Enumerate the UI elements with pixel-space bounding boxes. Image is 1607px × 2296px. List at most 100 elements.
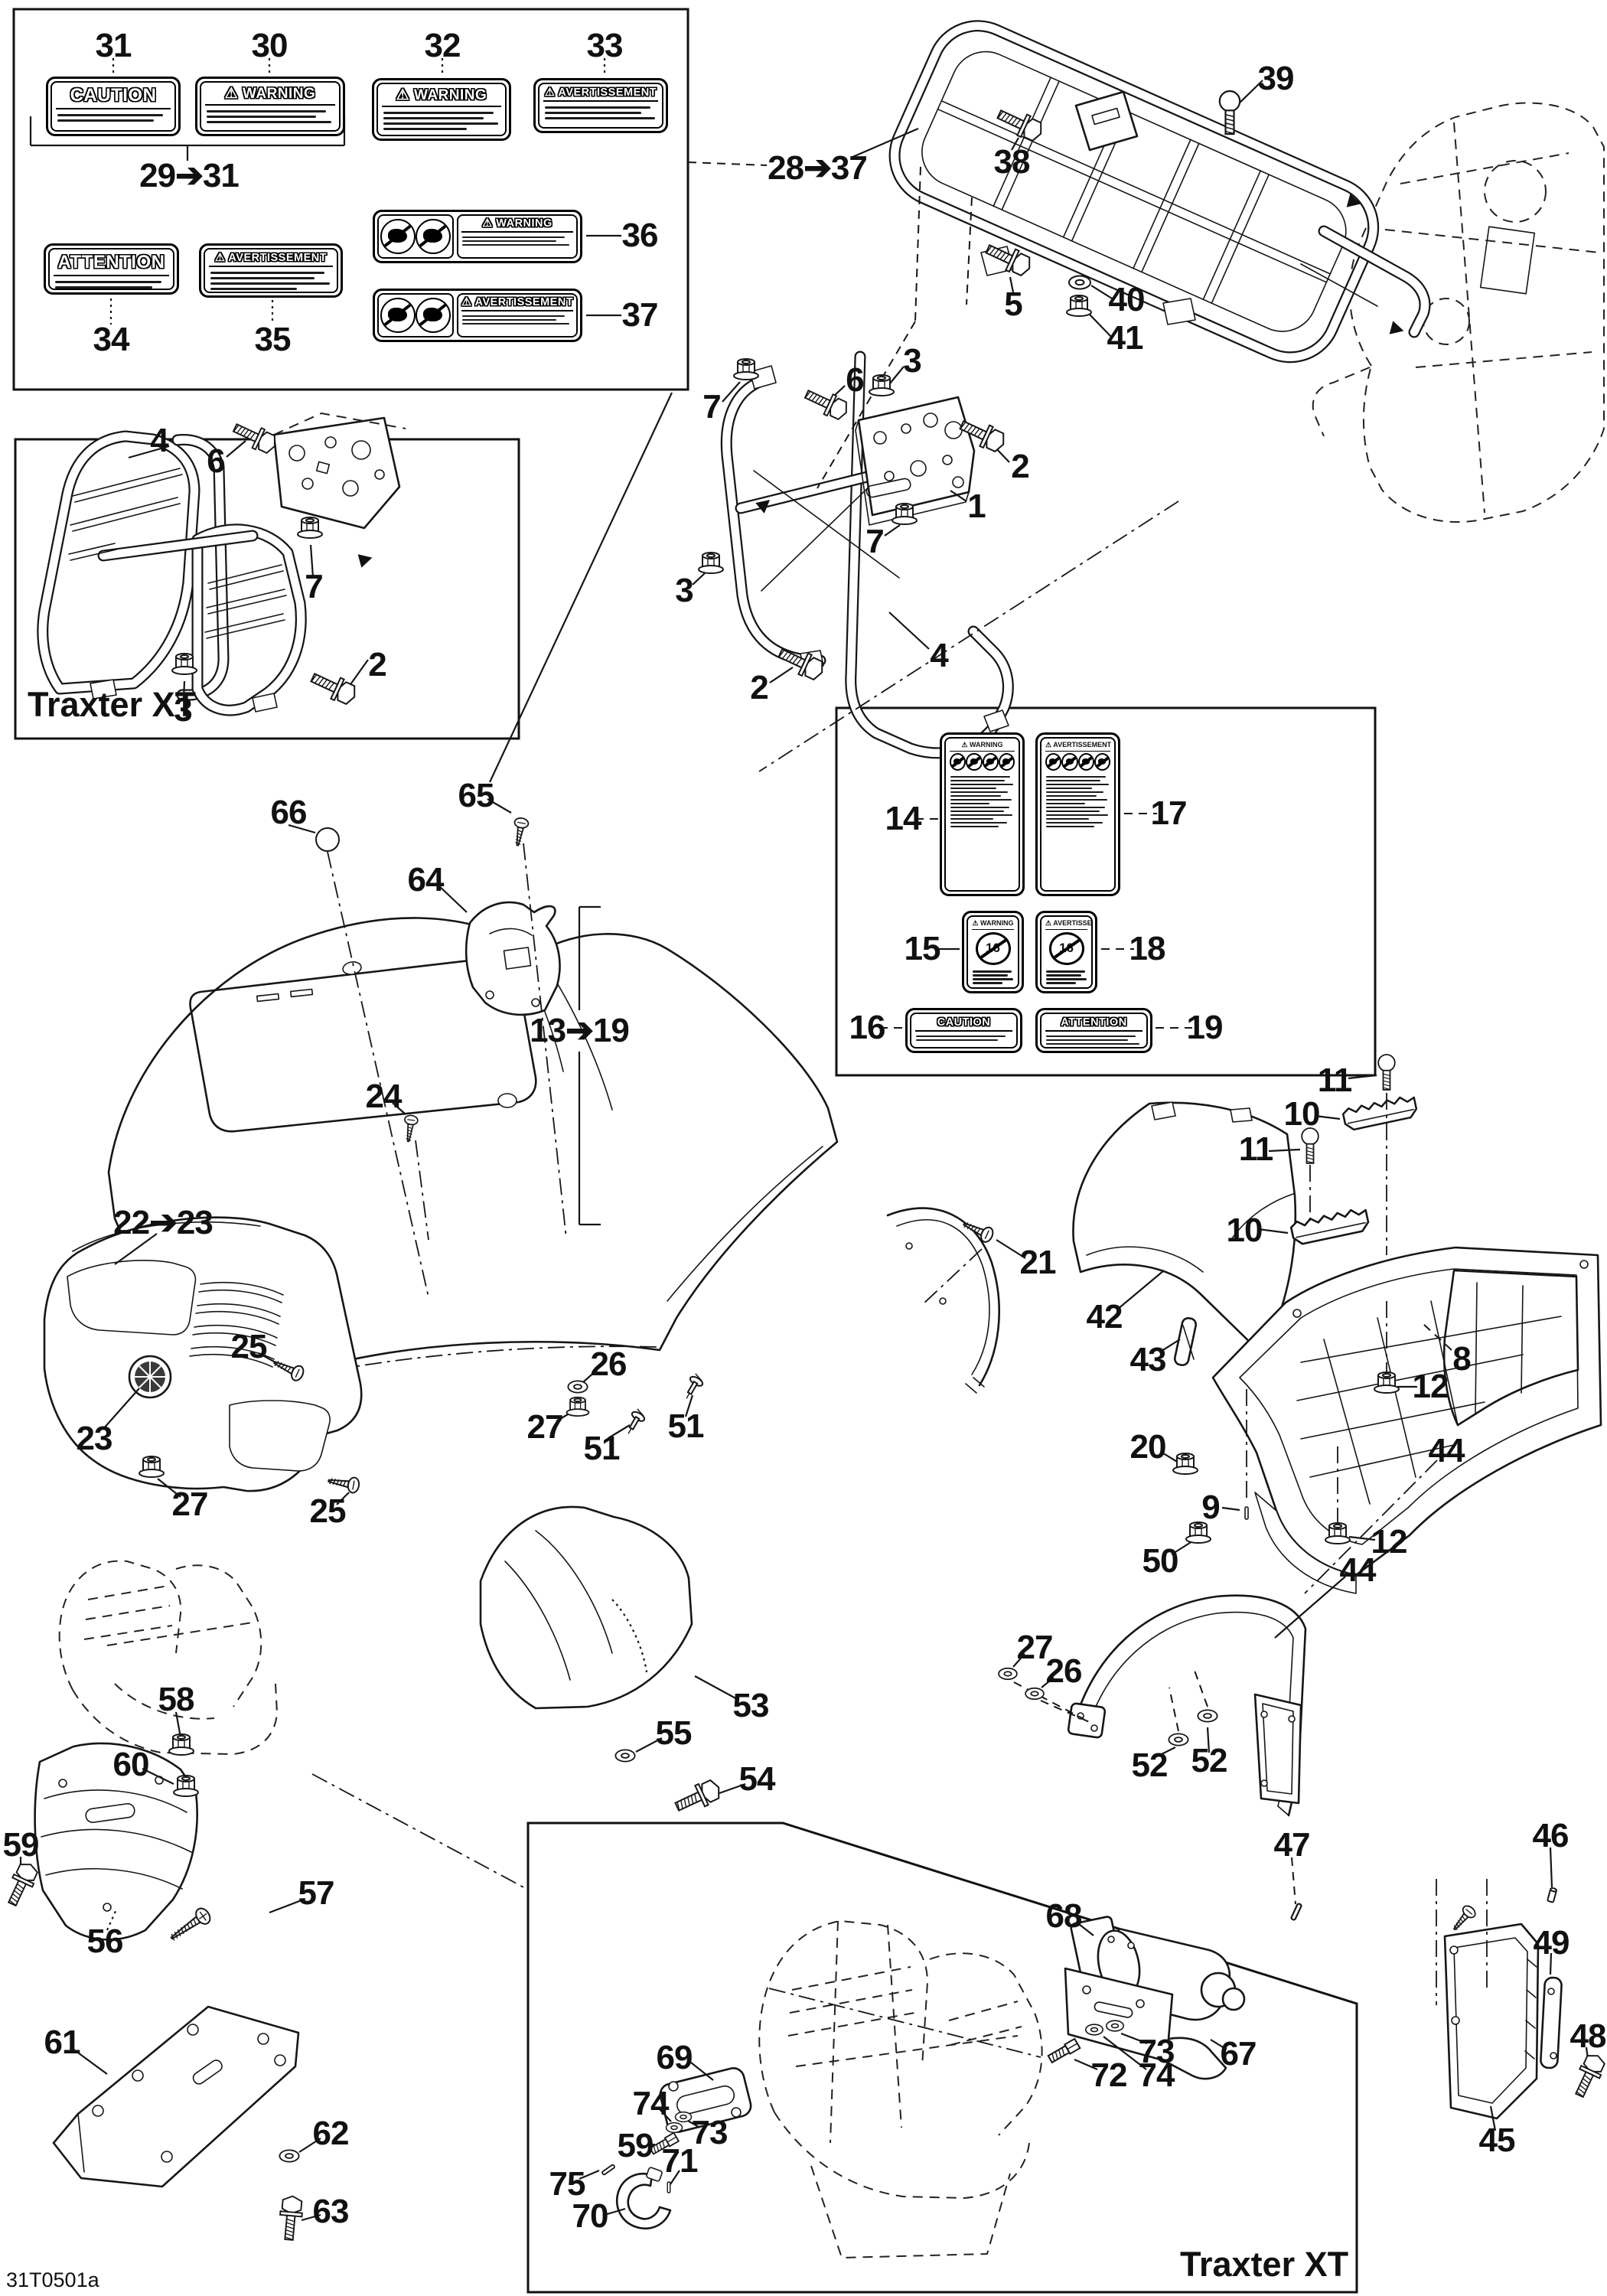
callout-28-to-37: 28➔37	[768, 149, 868, 187]
washer-52b-icon	[1197, 1709, 1218, 1723]
callout-31: 31	[95, 27, 132, 64]
front-rack	[888, 20, 1431, 364]
callout-51: 51	[667, 1407, 705, 1445]
prohibition-pictogram-icon	[1094, 753, 1110, 771]
leader-line	[635, 1737, 663, 1753]
warning-label-36: ⚠ WARNING	[373, 210, 582, 263]
warning-label-31: CAUTION	[46, 77, 181, 136]
callout-26: 26	[590, 1345, 627, 1383]
traxter-xt-caption-upper: Traxter XT	[28, 685, 197, 724]
leader-line	[950, 490, 967, 502]
leader-line	[1193, 1668, 1208, 1707]
label-heading: ATTENTION	[54, 251, 169, 276]
callout-2: 2	[1011, 448, 1030, 485]
leader-line	[523, 843, 567, 1239]
callout-10: 10	[1226, 1212, 1263, 1249]
bolt-38-icon	[996, 109, 1042, 142]
leader-line	[1040, 1700, 1094, 1724]
callout-52: 52	[1191, 1742, 1228, 1779]
label-heading: ⚠ AVERTISSEMENT	[543, 86, 658, 102]
callout-74: 74	[632, 2085, 670, 2122]
leader-line	[348, 659, 369, 687]
callout-21: 21	[1019, 1244, 1057, 1281]
leader-line	[1009, 276, 1015, 293]
leader-line	[768, 1988, 1041, 2058]
leader-line	[103, 1388, 140, 1430]
callout-56: 56	[86, 1923, 124, 1960]
leader-line	[884, 524, 901, 536]
callout-20: 20	[1129, 1428, 1167, 1466]
leader-line	[1489, 2105, 1497, 2131]
pin-47-icon	[1290, 1903, 1302, 1921]
nut-60-icon	[173, 1775, 199, 1797]
callout-69: 69	[656, 2039, 693, 2076]
label-heading: ⚠ AVERTISSEMENT	[1045, 740, 1111, 752]
leader-line	[604, 2207, 626, 2216]
leader-line	[684, 1394, 694, 1417]
callout-6: 6	[846, 361, 865, 399]
callout-33: 33	[586, 27, 624, 64]
leader-line	[489, 392, 673, 783]
callout-72: 72	[1090, 2056, 1128, 2094]
leader-line	[1257, 1228, 1289, 1234]
warning-label-35: ⚠ AVERTISSEMENT	[199, 243, 343, 298]
callout-37: 37	[621, 296, 659, 334]
callout-51: 51	[583, 1430, 621, 1467]
callout-65: 65	[458, 777, 495, 814]
callout-59: 59	[2, 1826, 40, 1864]
washer-26-icon	[567, 1380, 588, 1394]
nut-27-icon	[139, 1456, 165, 1478]
leader-line	[1159, 1339, 1181, 1353]
brush-guard-xt	[37, 430, 307, 716]
washer-26b-icon	[1025, 1687, 1045, 1701]
bolt-72-icon	[1047, 2037, 1081, 2064]
leader-line	[921, 1248, 983, 1306]
callout-30: 30	[251, 27, 288, 64]
washer-62-icon	[279, 2149, 300, 2163]
leader-line	[579, 2169, 600, 2180]
callout-59: 59	[617, 2127, 654, 2164]
leader-line	[758, 501, 1179, 772]
leader-line	[692, 572, 706, 585]
leader-line	[719, 1782, 746, 1795]
rivet-51b-icon	[686, 1373, 704, 1399]
traxter-xt-box-lower	[526, 1821, 1358, 2294]
warning-label-16: CAUTION	[905, 1008, 1022, 1053]
prohibition-pictogram-icon	[1077, 753, 1094, 771]
nut-7-icon	[733, 358, 759, 380]
wheel-arch-flange	[886, 1207, 1001, 1394]
callout-32: 32	[424, 27, 461, 64]
callout-38: 38	[993, 143, 1031, 181]
callout-2: 2	[368, 646, 387, 683]
callout-45: 45	[1478, 2122, 1516, 2159]
bolt-6-icon	[804, 389, 847, 420]
callout-4: 4	[150, 422, 169, 459]
washer-73-icon	[1105, 2020, 1125, 2032]
bolt-11b-icon	[1301, 1127, 1319, 1164]
leader-line	[311, 1773, 527, 1890]
leader-line	[647, 2143, 656, 2147]
leader-line	[1268, 1148, 1301, 1153]
rivet-51-icon	[627, 1408, 646, 1434]
leader-line	[1160, 1451, 1179, 1463]
callout-54: 54	[738, 1760, 776, 1798]
screw-45-icon	[1452, 1905, 1476, 1931]
washer-73b-icon	[674, 2111, 693, 2123]
prohibition-pictogram-icon	[998, 753, 1015, 771]
washer-40-icon	[1068, 275, 1091, 290]
label-heading: ⚠ WARNING	[972, 918, 1014, 930]
callout-15: 15	[904, 930, 941, 967]
callout-29-to-31: 29➔31	[139, 157, 240, 194]
leader-line	[336, 1492, 350, 1505]
callout-3: 3	[174, 691, 193, 729]
callout-41: 41	[1107, 319, 1144, 357]
bolt-59-icon	[7, 1864, 38, 1907]
leader-line	[1116, 1270, 1165, 1310]
leader-line	[298, 2138, 321, 2153]
prohibition-pictogram-icon	[982, 753, 999, 771]
nut-12-icon	[1374, 1371, 1400, 1394]
washer-55-icon	[614, 1749, 636, 1763]
leader-line	[72, 2048, 108, 2075]
prohibition-pictogram-icon	[1061, 753, 1078, 771]
